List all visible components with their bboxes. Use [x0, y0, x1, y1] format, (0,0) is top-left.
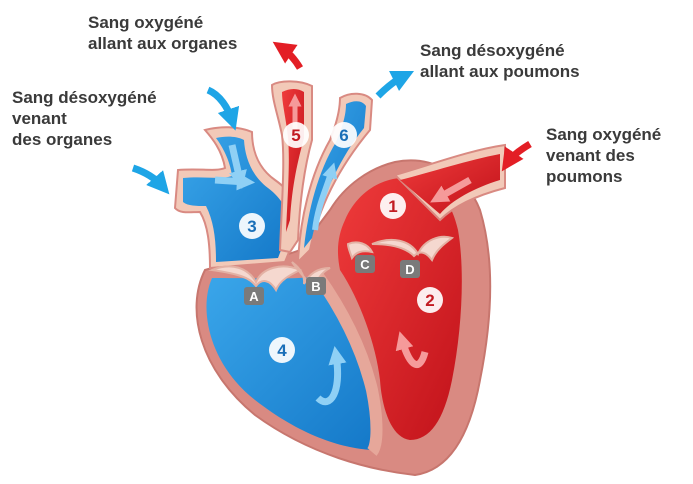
chamber-3-badge: 3 — [239, 213, 265, 239]
arrow-out-deoxy-lungs — [378, 76, 404, 96]
valve-d-badge: D — [400, 260, 420, 278]
vessel-5-label: 5 — [291, 126, 300, 145]
arrow-in-deoxy-top — [208, 90, 232, 120]
valve-c-label: C — [360, 257, 370, 272]
vessel-5-badge: 5 — [283, 122, 309, 148]
valve-b-label: B — [311, 279, 320, 294]
valve-b-badge: B — [306, 277, 326, 295]
chamber-2-badge: 2 — [417, 287, 443, 313]
arrow-in-deoxy-left — [133, 168, 162, 186]
chamber-1-badge: 1 — [380, 193, 406, 219]
arrow-out-oxy-organs — [282, 48, 300, 68]
valve-a-badge: A — [244, 287, 264, 305]
valve-a-label: A — [249, 289, 259, 304]
flow-arrow-atrium — [215, 180, 246, 182]
chamber-3-label: 3 — [247, 217, 256, 236]
arrow-in-oxy-lungs — [508, 144, 530, 162]
valve-d-label: D — [405, 262, 414, 277]
chamber-1-label: 1 — [388, 197, 397, 216]
valve-c-badge: C — [355, 255, 375, 273]
chamber-4-label: 4 — [277, 341, 287, 360]
vessel-6-badge: 6 — [331, 122, 357, 148]
chamber-4-badge: 4 — [269, 337, 295, 363]
chamber-2-label: 2 — [425, 291, 434, 310]
vessel-6-label: 6 — [339, 126, 348, 145]
